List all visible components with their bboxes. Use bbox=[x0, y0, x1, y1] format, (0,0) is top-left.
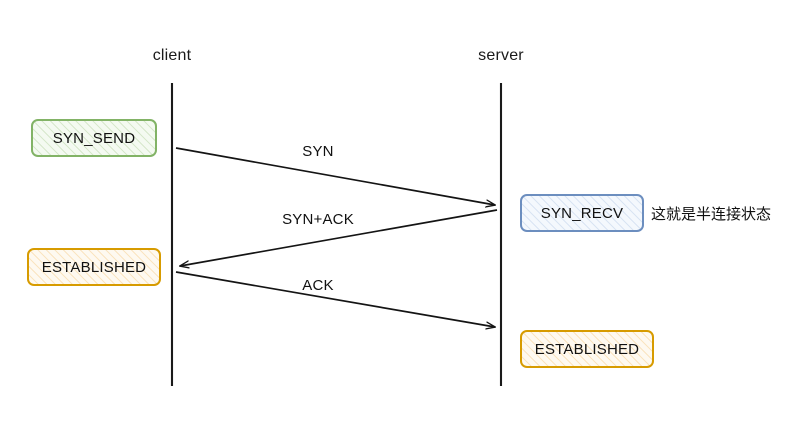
state-box-label: ESTABLISHED bbox=[534, 340, 640, 358]
arrow-syn-ack bbox=[180, 209, 498, 266]
state-box-server-established[interactable]: ESTABLISHED bbox=[520, 330, 654, 368]
arrow-ack bbox=[175, 271, 495, 327]
message-label-syn-ack: SYN+ACK bbox=[282, 211, 354, 228]
message-label-ack: ACK bbox=[302, 277, 334, 294]
state-box-client-established[interactable]: ESTABLISHED bbox=[27, 248, 161, 286]
message-label-syn: SYN bbox=[302, 143, 334, 160]
state-box-label: ESTABLISHED bbox=[41, 258, 147, 276]
state-box-label: SYN_RECV bbox=[540, 204, 624, 222]
state-box-server-syn-recv[interactable]: SYN_RECV bbox=[520, 194, 644, 232]
annotation-half-open-state: 这就是半连接状态 bbox=[651, 205, 772, 223]
actor-header-server: server bbox=[478, 47, 524, 64]
message-arrows bbox=[175, 147, 498, 327]
arrow-syn bbox=[175, 147, 495, 205]
actor-header-client: client bbox=[152, 47, 192, 64]
state-box-client-syn-send[interactable]: SYN_SEND bbox=[31, 119, 157, 157]
state-box-label: SYN_SEND bbox=[52, 129, 136, 147]
lifelines bbox=[170, 83, 503, 386]
